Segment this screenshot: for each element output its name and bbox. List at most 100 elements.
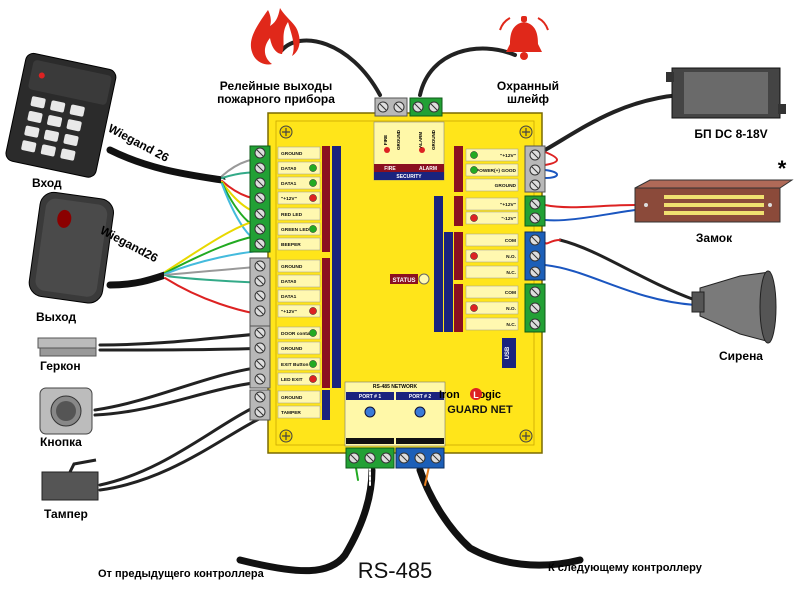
right-row-label: COM [505, 238, 516, 244]
siren-label: Сирена [719, 349, 763, 363]
right-screw-slot [531, 214, 539, 222]
left-row-label: LED EXIT [281, 377, 303, 383]
right-row-box [465, 197, 519, 211]
top-label-ground-1: GROUND [396, 129, 401, 150]
right-row-label: GROUND [495, 183, 517, 189]
port1-label: PORT # 1 [359, 394, 381, 400]
left-row-label: GROUND [281, 395, 303, 401]
left-screw-slot [256, 262, 264, 270]
exit-label: Выход [36, 310, 77, 324]
left-screw-slot [256, 375, 264, 383]
right-row-label: POWER(+) GOOD [476, 168, 517, 174]
right-terminal-screws [529, 149, 541, 330]
right-screw-slot [531, 268, 539, 276]
left-terminal-screws [254, 147, 266, 418]
left-led [309, 194, 317, 202]
left-screw-slot [256, 210, 264, 218]
right-led [470, 214, 478, 222]
svg-text:L: L [473, 390, 479, 400]
top-label-alarm: ALARM [418, 132, 423, 148]
bottom-screw-slot [350, 454, 358, 462]
fire-icon [250, 8, 300, 65]
left-led [309, 360, 317, 368]
top-label-fire: FIRE [383, 135, 388, 145]
right-screw-slot [531, 200, 539, 208]
left-screw-slot [256, 344, 264, 352]
entry-label: Вход [32, 176, 62, 190]
right-row-box [465, 163, 519, 177]
top-label-ground-2: GROUND [431, 129, 436, 150]
top-terminals [374, 97, 443, 117]
left-row-label: GREEN LED [281, 227, 310, 233]
left-led [309, 225, 317, 233]
left-row-box [277, 259, 321, 273]
left-row-box [277, 176, 321, 190]
right-row-box [465, 265, 519, 279]
left-screw-slot [256, 149, 264, 157]
siren-icon [691, 270, 777, 344]
right-screw-slot [531, 181, 539, 189]
left-led [309, 179, 317, 187]
left-row-label: DATA1 [281, 181, 297, 187]
rs485-network-label: RS-485 NETWORK [373, 384, 418, 390]
right-row-box [465, 148, 519, 162]
right-row-label: N.C. [506, 270, 516, 276]
left-row-box [277, 146, 321, 160]
right-row-label: N.O. [506, 254, 516, 260]
bottom-screw-slot [416, 454, 424, 462]
left-row-box [277, 341, 321, 355]
bottom-screw-slot [382, 454, 390, 462]
right-row-box [465, 317, 519, 331]
bottom-terminal-screws [348, 452, 442, 464]
button-label: Кнопка [40, 435, 82, 449]
section-alarm: ALARM [419, 166, 437, 172]
right-led [470, 166, 478, 174]
left-row-label: EXIT Button [281, 362, 309, 368]
right-row-label: "-12V" [501, 216, 516, 222]
tamper-label: Тампер [44, 507, 88, 521]
left-screw-slot [256, 360, 264, 368]
left-row-box [277, 274, 321, 288]
right-screw-slot [531, 151, 539, 159]
left-row-label: DATA1 [281, 294, 297, 300]
left-screw-slot [256, 307, 264, 315]
left-screw-slot [256, 292, 264, 300]
left-row-label: TAMPER [281, 410, 301, 416]
next-controller-label: К следующему контроллеру [548, 562, 702, 574]
left-row-label: DATA0 [281, 166, 297, 172]
right-row-box [465, 285, 519, 299]
port2-label: PORT # 2 [409, 394, 431, 400]
bottom-screw-slot [432, 454, 440, 462]
left-screw-slot [256, 408, 264, 416]
left-row-label: RED LED [281, 212, 303, 218]
rs485-label: RS-485 [358, 558, 433, 583]
right-screw-slot [531, 288, 539, 296]
right-row-label: COM [505, 290, 516, 296]
model-name: GUARD NET [447, 404, 513, 416]
left-row-box [277, 207, 321, 221]
section-fire: FIRE [384, 166, 396, 172]
right-row-label: N.C. [506, 322, 516, 328]
left-row-box [277, 237, 321, 251]
right-row-label: N.O. [506, 306, 516, 312]
left-row-label: GROUND [281, 346, 303, 352]
left-row-box [277, 222, 321, 236]
left-screw-slot [256, 164, 264, 172]
right-screw-slot [531, 166, 539, 174]
lock-label: Замок [695, 231, 733, 245]
left-row-box [277, 405, 321, 419]
left-screw-slot [256, 194, 264, 202]
right-row-label: "+12V" [500, 153, 516, 159]
left-screw-slot [256, 277, 264, 285]
reed-switch-icon [37, 337, 97, 357]
right-row-box [465, 211, 519, 225]
right-screw-slot [531, 236, 539, 244]
bottom-screw-slot [400, 454, 408, 462]
power-supply-label: БП DC 8-18V [694, 127, 768, 141]
prev-controller-label: От предыдущего контроллера [98, 568, 264, 580]
right-row-box [465, 178, 519, 192]
right-row-box [465, 301, 519, 315]
left-row-label: BEEPER [281, 242, 301, 248]
left-row-label: GROUND [281, 151, 303, 157]
left-led [309, 307, 317, 315]
